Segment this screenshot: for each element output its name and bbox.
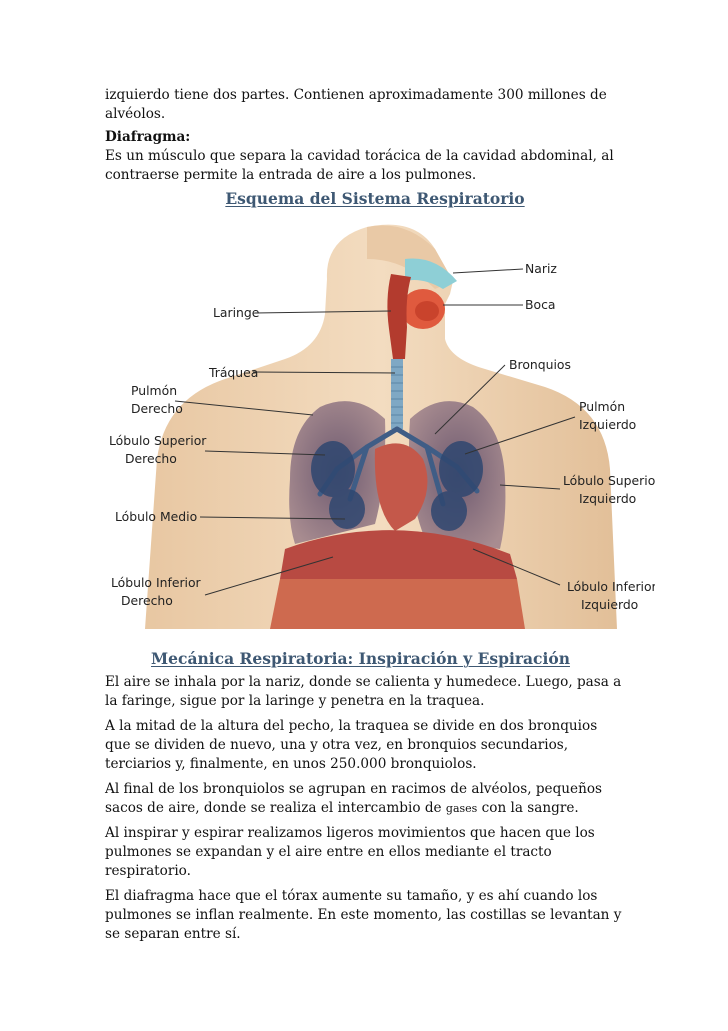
label-lobulo-sup-der-1: Lóbulo Superior [109,433,207,448]
label-lobulo-inf-izq-1: Lóbulo Inferior [567,579,655,594]
label-lobulo-sup-der-2: Derecho [125,451,177,466]
respiratory-diagram: Nariz Boca Laringe Tráquea Bronquios Pul… [105,219,655,629]
heart [374,443,428,531]
diaphragm-term: Diafragma: [105,129,191,145]
nasal-cavity [405,258,457,289]
label-pulmon-izquierdo-1: Pulmón [579,399,625,414]
label-pulmon-derecho-1: Pulmón [131,383,177,398]
p3-text-after: con la sangre. [477,800,579,816]
mechanics-paragraph-1: El aire se inhala por la nariz, donde se… [105,674,622,709]
lungs-text: izquierdo tiene dos partes. Contienen ap… [105,87,607,122]
label-traquea: Tráquea [208,365,258,380]
label-lobulo-medio: Lóbulo Medio [115,509,197,524]
label-lobulo-inf-izq-2: Izquierdo [581,597,638,612]
label-laringe: Laringe [213,305,259,320]
label-lobulo-inf-der-2: Derecho [121,593,173,608]
mechanics-paragraph-5: El diafragma hace que el tórax aumente s… [105,888,622,942]
trachea [391,359,403,429]
respiratory-illustration: Nariz Boca Laringe Tráquea Bronquios Pul… [109,224,655,629]
mechanics-heading: Mecánica Respiratoria: Inspiración y Esp… [151,649,570,668]
diaphragm-text: Es un músculo que separa la cavidad torá… [105,148,614,183]
mechanics-paragraph-2: A la mitad de la altura del pecho, la tr… [105,718,598,772]
label-boca: Boca [525,297,556,312]
diaphragm [280,530,517,579]
document-page: izquierdo tiene dos partes. Contienen ap… [105,86,655,944]
larynx [387,274,411,359]
p3-text-gases: gases [445,802,478,815]
p3-text-before: Al final de los bronquiolos se agrupan e… [105,781,603,816]
label-lobulo-sup-izq-2: Izquierdo [579,491,636,506]
mechanics-paragraph-4: Al inspirar y espirar realizamos ligeros… [105,825,595,879]
label-lobulo-sup-izq-1: Lóbulo Superior [563,473,655,488]
label-nariz: Nariz [525,261,557,276]
diagram-heading: Esquema del Sistema Respiratorio [225,189,525,208]
label-pulmon-derecho-2: Derecho [131,401,183,416]
mechanics-paragraph-3: Al final de los bronquiolos se agrupan e… [105,780,625,818]
label-lobulo-inf-der-1: Lóbulo Inferior [111,575,202,590]
label-pulmon-izquierdo-2: Izquierdo [579,417,636,432]
label-bronquios: Bronquios [509,357,571,372]
